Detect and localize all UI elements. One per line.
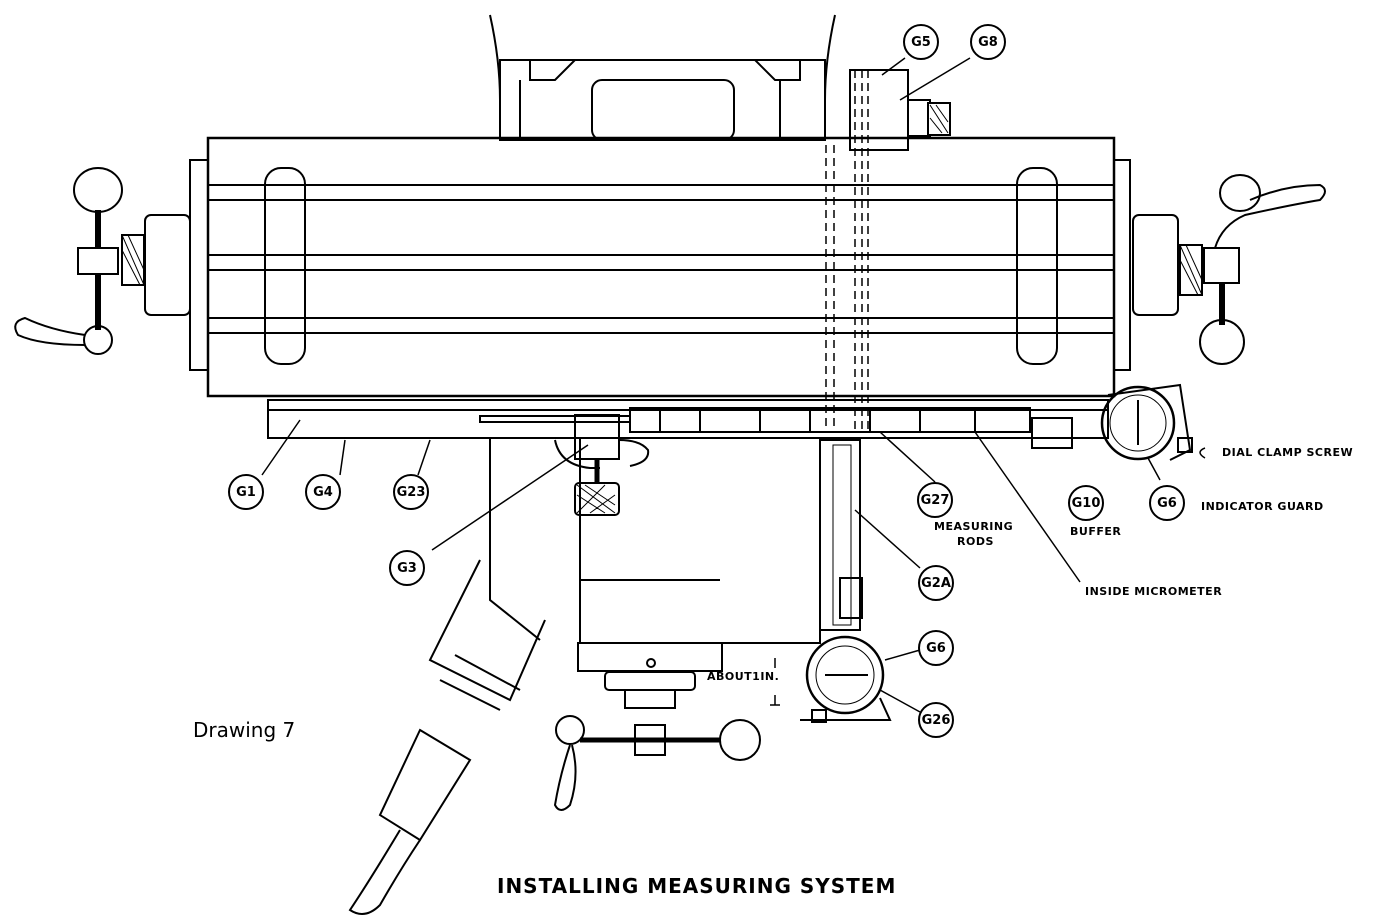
vertical-rod-g2a [819, 439, 863, 631]
callout-g27: G27 [917, 482, 953, 518]
leader-lines [261, 57, 1161, 713]
bottom-dial-indicator [800, 635, 892, 723]
label-inside-micrometer: INSIDE MICROMETER [1085, 585, 1223, 598]
drawing-title: INSTALLING MEASURING SYSTEM [497, 874, 897, 898]
callout-g4: G4 [305, 474, 341, 510]
label-measuring-rods-line2: RODS [957, 535, 994, 548]
callout-g26: G26 [918, 702, 954, 738]
machine-column [489, 14, 836, 141]
callout-g23: G23 [393, 474, 429, 510]
angled-lever [348, 559, 546, 915]
left-handwheel [14, 167, 191, 355]
callout-g2a: G2A [918, 565, 954, 601]
label-indicator-guard: INDICATOR GUARD [1201, 500, 1324, 513]
vertical-rods-dashed [825, 70, 869, 430]
label-buffer: BUFFER [1070, 525, 1122, 538]
g3-clamp [554, 414, 650, 516]
callout-g6-bottom: G6 [918, 630, 954, 666]
label-dial-clamp-screw: DIAL CLAMP SCREW [1222, 446, 1354, 459]
callout-g10: G10 [1068, 485, 1104, 521]
top-clamp [849, 69, 951, 151]
bottom-crank [553, 715, 761, 811]
callout-g5: G5 [903, 24, 939, 60]
callout-g6-top: G6 [1149, 485, 1185, 521]
table-body [189, 136, 1131, 398]
callout-g3: G3 [389, 550, 425, 586]
label-measuring-rods-line1: MEASURING [934, 520, 1014, 533]
callout-g8: G8 [970, 24, 1006, 60]
right-dial-indicator [1100, 385, 1206, 461]
label-about-1in: ABOUT1IN. [707, 670, 780, 683]
right-handwheel [1132, 174, 1326, 365]
drawing-number: Drawing 7 [193, 718, 296, 742]
callout-g1: G1 [228, 474, 264, 510]
